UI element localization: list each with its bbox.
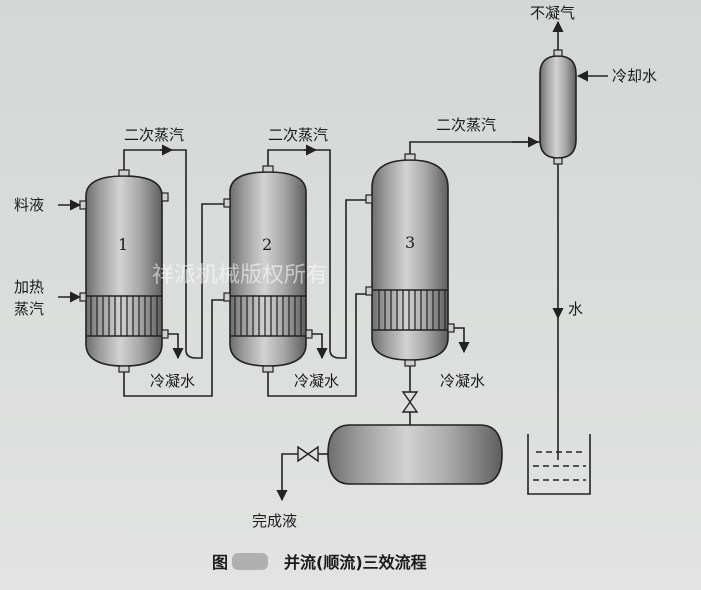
condensate-arrow-3 [454,327,470,354]
effect-number-3: 3 [405,233,415,252]
cooling-water-label: 冷却水 [612,67,657,85]
effect-number-2: 2 [262,235,272,254]
vapor-pipe-1 [123,149,224,359]
vapor-label-1: 二次蒸汽 [124,126,184,144]
evaporator-2 [223,165,313,373]
vapor-label-2: 二次蒸汽 [268,126,328,144]
condensate-label-1: 冷凝水 [150,372,195,390]
product-arrow [276,453,298,502]
valve-product [297,445,319,463]
figure-number-redaction [232,553,268,570]
evaporator-3 [365,153,455,367]
caption-prefix: 图 [212,553,228,572]
product-tank [327,424,503,485]
vapor-label-3: 二次蒸汽 [436,116,496,134]
effect-number-1: 1 [118,235,128,254]
caption-title: 并流(顺流)三效流程 [284,553,427,572]
heating-steam-label-1: 加热 [14,278,44,296]
water-tank [527,434,591,495]
water-label: 水 [568,300,583,318]
liquor-pipe-2-3 [267,293,366,397]
condensate-arrow-1 [168,333,184,360]
evaporator-1 [79,169,169,373]
noncondensable-label: 不凝气 [530,4,575,22]
heating-steam-label-2: 蒸汽 [14,300,44,318]
watermark: 祥派机械版权所有 [152,263,328,288]
condensate-label-3: 冷凝水 [440,372,485,390]
feed-label: 料液 [14,196,44,214]
product-label: 完成液 [252,512,297,530]
liquor-pipe-1-2 [123,299,224,397]
condensate-label-2: 冷凝水 [294,372,339,390]
condensate-arrow-2 [312,333,328,360]
pipes [58,20,608,502]
valve-top [401,391,419,413]
condenser [539,49,577,165]
vapor-pipe-2 [267,149,366,359]
